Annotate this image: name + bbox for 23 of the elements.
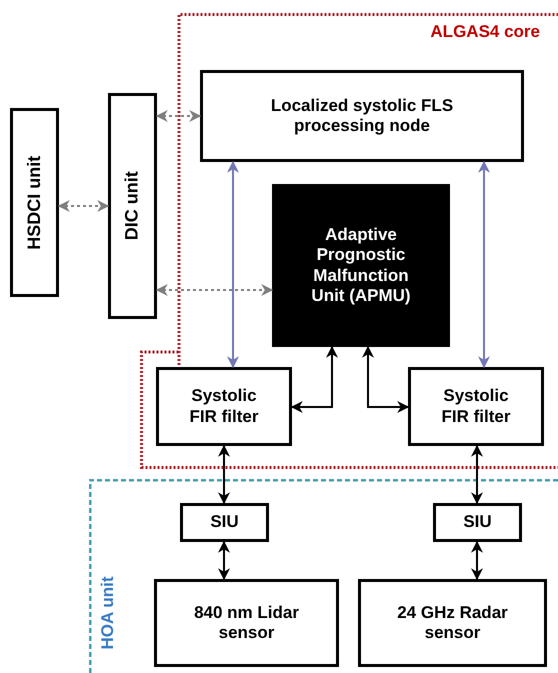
region-label: HOA unit bbox=[98, 575, 118, 652]
interface-box: SIU bbox=[180, 503, 269, 542]
filter-box: Systolic FIR filter bbox=[408, 367, 544, 446]
sensor-box: 840 nm Lidar sensor bbox=[154, 579, 339, 667]
unit-box: HSDCI unit bbox=[10, 108, 59, 297]
arrow bbox=[156, 110, 202, 122]
arrow bbox=[290, 346, 338, 413]
arrow bbox=[156, 284, 274, 296]
region-label: ALGAS4 core bbox=[430, 22, 540, 42]
arrow bbox=[58, 200, 110, 212]
arrow bbox=[471, 540, 483, 580]
arrow bbox=[227, 160, 239, 368]
arrow bbox=[478, 160, 490, 368]
arrow bbox=[218, 540, 230, 580]
arrow bbox=[471, 444, 483, 504]
unit-box: DIC unit bbox=[108, 93, 157, 319]
sensor-box: 24 GHz Radar sensor bbox=[358, 579, 547, 667]
process-box: Adaptive Prognostic Malfunction Unit (APMU) bbox=[272, 184, 450, 347]
arrow bbox=[362, 346, 410, 413]
filter-box: Systolic FIR filter bbox=[156, 367, 292, 446]
arrow bbox=[218, 444, 230, 504]
process-box: Localized systolic FLS processing node bbox=[200, 70, 524, 162]
interface-box: SIU bbox=[433, 503, 522, 542]
